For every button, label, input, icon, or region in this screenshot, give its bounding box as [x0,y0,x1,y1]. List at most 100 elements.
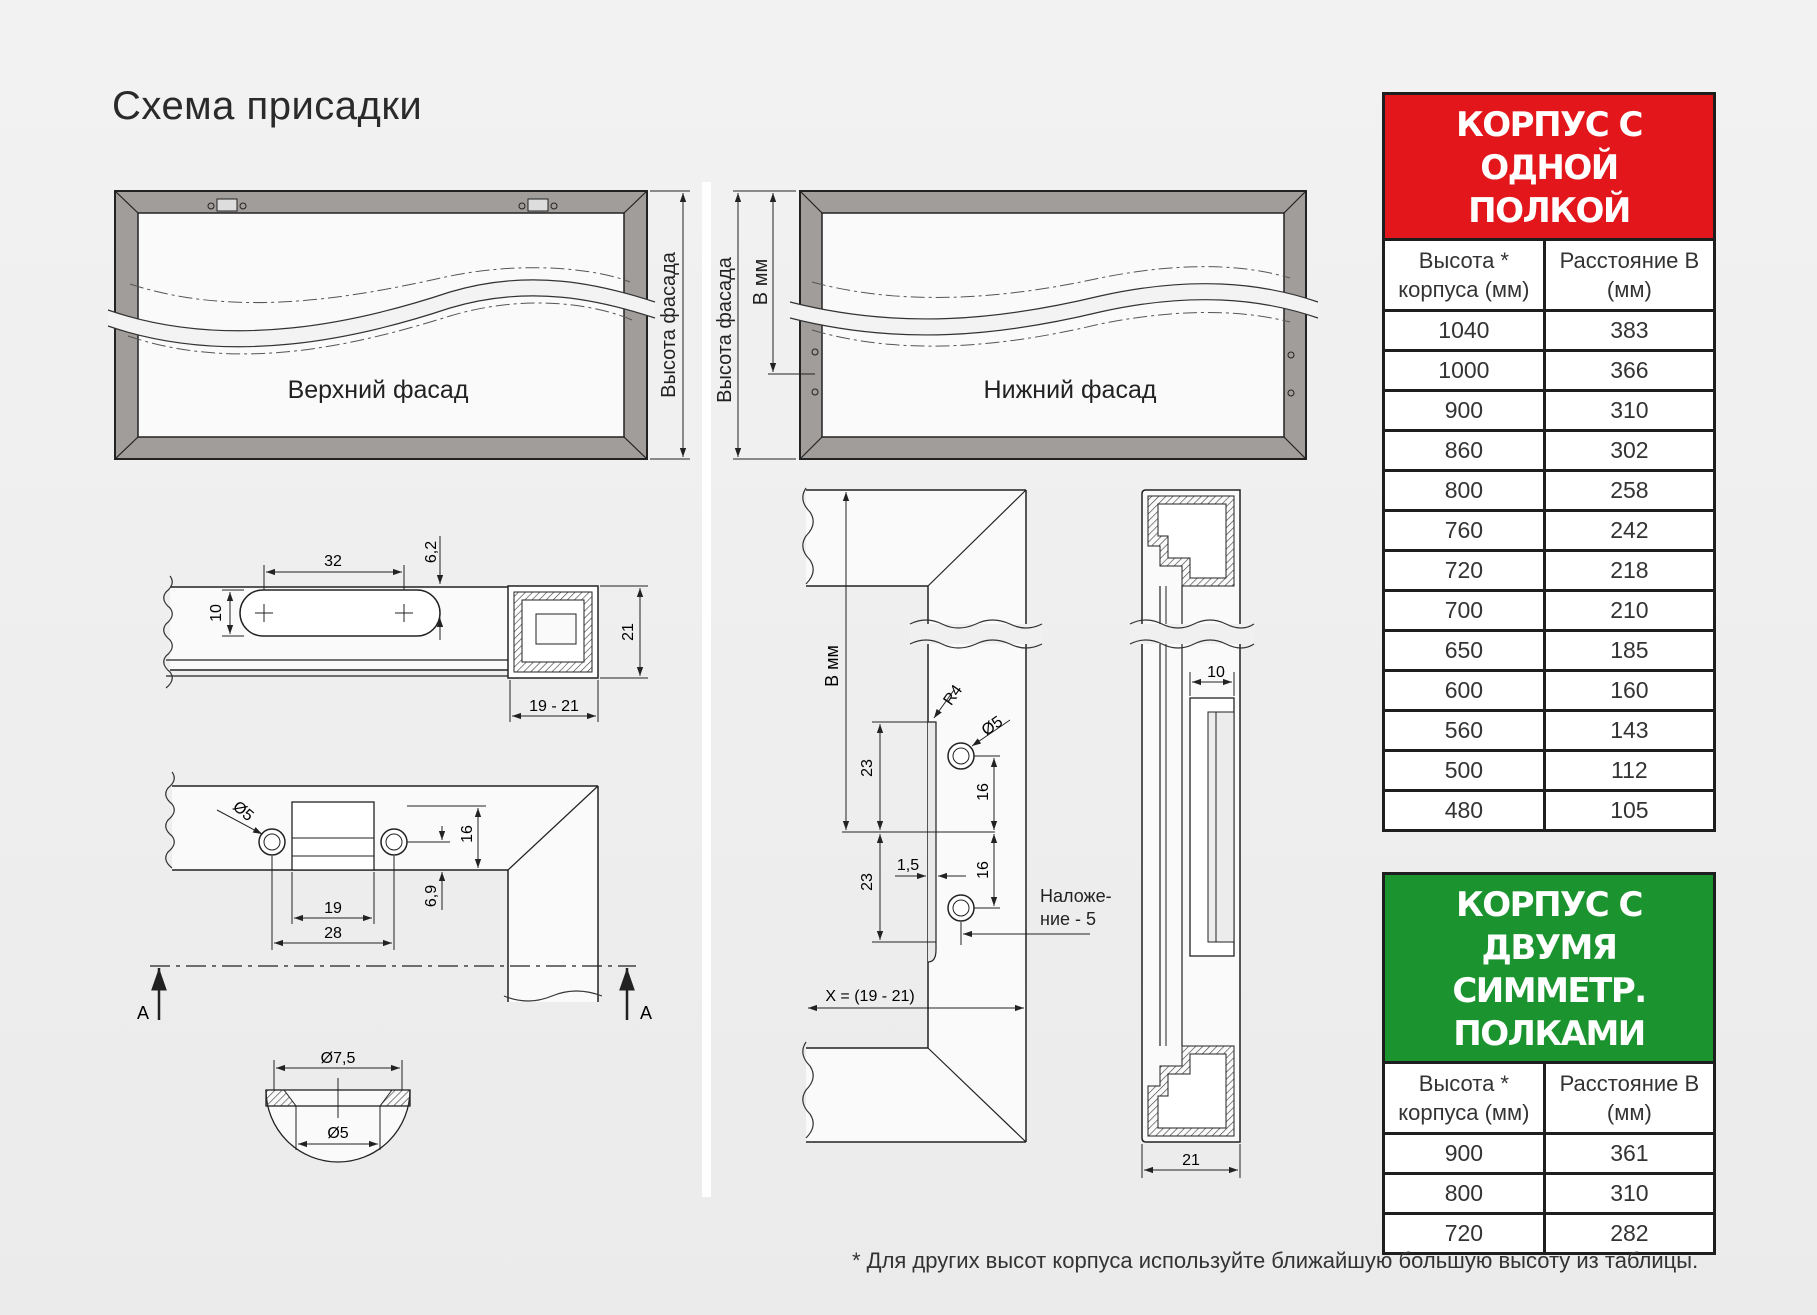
height-cell: 800 [1385,1172,1546,1215]
col-height-header-line2: корпуса (мм) [1398,1100,1530,1125]
table-two-shelves-grid: Высота * корпуса (мм) Расстояние В (мм) 90… [1385,1064,1713,1252]
table-single-shelf: КОРПУС С ОДНОЙ ПОЛКОЙ Высота * корпуса (м… [1382,92,1716,832]
table-single-shelf-title-1: КОРПУС С ОДНОЙ [1455,105,1644,188]
col-distance-header: Расстояние В (мм) [1542,1064,1713,1135]
height-cell: 600 [1385,669,1546,712]
dim-28: 28 [324,925,342,942]
height-cell: 480 [1385,789,1546,829]
height-cell: 900 [1385,1132,1546,1175]
height-cell: 760 [1385,509,1546,552]
table-two-shelves-title-1: КОРПУС С ДВУМЯ [1455,885,1644,968]
upper-facade-label: Верхний фасад [288,376,469,404]
dim-6-9: 6,9 [423,885,440,907]
hinge-detail: Ø5 19 28 16 6,9 A A [137,771,652,1023]
distance-cell: 366 [1542,349,1713,392]
table-two-shelves: КОРПУС С ДВУМЯ СИММЕТР. ПОЛКАМИ Высота *… [1382,872,1716,1255]
col-height-header-line2: корпуса (мм) [1398,277,1530,302]
col-height-header-line1: Высота * [1418,248,1509,273]
height-cell: 860 [1385,429,1546,472]
col-height-header: Высота * корпуса (мм) [1385,1064,1546,1135]
lower-facade-height-label: Высота фасада [714,256,736,403]
facade-height-label: Высота фасада [658,251,680,398]
table-two-shelves-title-2: СИММЕТР. ПОЛКАМИ [1452,971,1647,1054]
distance-cell: 185 [1542,629,1713,672]
divider [702,182,711,1197]
table-single-shelf-grid: Высота * корпуса (мм) Расстояние В(мм) 10… [1385,241,1713,829]
height-cell: 800 [1385,469,1546,512]
col-distance-header-line1: Расстояние В [1559,1071,1700,1096]
height-cell: 1000 [1385,349,1546,392]
distance-cell: 310 [1542,1172,1713,1215]
distance-cell: 383 [1542,309,1713,352]
col-distance-header-line1: Расстояние В [1559,248,1700,273]
height-cell: 500 [1385,749,1546,792]
dim-10-profile: 10 [1207,664,1225,681]
distance-cell: 361 [1542,1132,1713,1175]
dim-23-lower: 23 [859,873,876,891]
height-cell: 650 [1385,629,1546,672]
table-single-shelf-title-2: ПОЛКОЙ [1468,191,1631,231]
col-height-header-line1: Высота * [1418,1071,1509,1096]
lower-facade-label: Нижний фасад [984,376,1157,404]
distance-cell: 302 [1542,429,1713,472]
section-a-left: A [137,1003,149,1023]
height-cell: 720 [1385,549,1546,592]
page-title: Схема присадки [112,84,423,128]
dim-19: 19 [324,900,342,917]
table-single-shelf-header: КОРПУС С ОДНОЙ ПОЛКОЙ [1385,95,1713,241]
overlay-label-2: ние - 5 [1040,909,1096,929]
dia-5-section: Ø5 [327,1125,348,1142]
dim-16-lower: 16 [975,861,992,879]
dim-6-2: 6,2 [423,541,440,563]
b-mm-detail: В мм [822,645,842,687]
distance-cell: 218 [1542,549,1713,592]
profile-section-detail: 10 21 [1129,489,1255,1178]
upper-facade-drawing: Верхний фасад Высота фасада [107,190,690,460]
col-distance-header-line2: (мм) [1606,1100,1652,1125]
col-height-header: Высота * корпуса (мм) [1385,241,1546,312]
col-distance-header: Расстояние В(мм) [1542,241,1713,312]
height-cell: 560 [1385,709,1546,752]
distance-cell: 258 [1542,469,1713,512]
height-cell: 720 [1385,1212,1546,1252]
dim-23-upper: 23 [859,759,876,777]
dim-21-profile: 21 [1182,1152,1200,1169]
dim-19-21: 19 - 21 [529,698,579,715]
lower-facade-drawing: Нижний фасад Высота фасада В мм [714,190,1319,460]
table-header-row: Высота * корпуса (мм) Расстояние В (мм) [1385,1064,1713,1135]
dim-16-hinge: 16 [459,825,476,843]
b-mm-label: В мм [750,259,772,305]
distance-cell: 242 [1542,509,1713,552]
dim-21: 21 [620,623,637,641]
section-a-right: A [640,1003,652,1023]
side-holes-detail: Ø5 R4 В мм 23 23 16 16 1,5 Наложе- ние -… [802,487,1112,1143]
dim-10: 10 [208,604,225,622]
distance-cell: 210 [1542,589,1713,632]
distance-cell: 143 [1542,709,1713,752]
distance-cell: 105 [1542,789,1713,829]
distance-cell: 282 [1542,1212,1713,1252]
distance-cell: 310 [1542,389,1713,432]
height-cell: 900 [1385,389,1546,432]
dim-32: 32 [324,553,342,570]
dim-1-5: 1,5 [897,857,919,874]
distance-cell: 160 [1542,669,1713,712]
dia-7-5: Ø7,5 [321,1050,356,1067]
